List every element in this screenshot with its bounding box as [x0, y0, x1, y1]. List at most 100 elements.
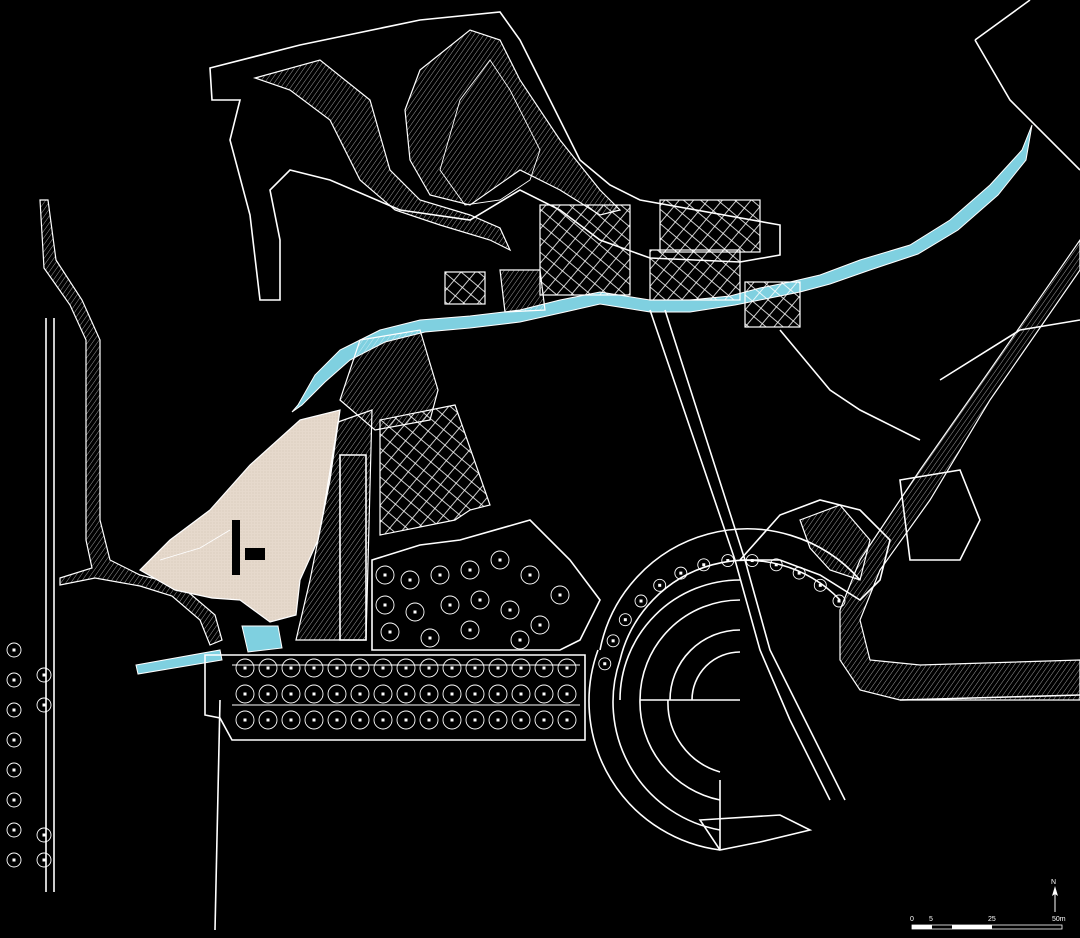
tree-symbol: [534, 710, 554, 730]
tree-symbol: [235, 710, 255, 730]
tree-symbol: [606, 634, 620, 648]
north-label: N: [1051, 879, 1056, 886]
tree-symbol: [460, 620, 480, 640]
tree-symbol: [281, 710, 301, 730]
tree-symbol: [557, 710, 577, 730]
tree-symbol: [598, 657, 612, 671]
tree-grid: [204, 654, 586, 741]
tree-symbol: [500, 600, 520, 620]
tree-symbol: [350, 684, 370, 704]
east-buildings: [738, 469, 981, 602]
tree-symbol: [396, 658, 416, 678]
west-tree-column: [6, 642, 52, 868]
tree-symbol: [442, 710, 462, 730]
north-complex: [209, 11, 781, 301]
tree-symbol: [304, 710, 324, 730]
tree-symbol: [550, 585, 570, 605]
scale-tick-0: 0: [910, 916, 914, 923]
tree-symbol: [375, 565, 395, 585]
scale-tick-50m: 50m: [1052, 916, 1066, 923]
tree-symbol: [327, 710, 347, 730]
tree-symbol: [258, 684, 278, 704]
west-boundary: [45, 318, 55, 892]
ne-boundary: [779, 0, 1080, 441]
tree-symbol: [350, 710, 370, 730]
tree-symbol: [511, 710, 531, 730]
tree-symbol: [396, 684, 416, 704]
tree-symbol: [520, 565, 540, 585]
north-arrow: N: [1051, 879, 1058, 912]
tree-symbol: [769, 558, 783, 572]
tree-symbol: [534, 684, 554, 704]
tree-symbol: [396, 710, 416, 730]
tree-symbol: [420, 628, 440, 648]
tree-symbol: [281, 658, 301, 678]
tree-symbol: [350, 658, 370, 678]
tree-park: [371, 519, 601, 651]
tree-symbol: [6, 642, 22, 658]
scale-tick-25: 25: [988, 916, 996, 923]
tree-symbol: [6, 702, 22, 718]
semicircular-amphitheater: [588, 528, 861, 851]
tree-symbol: [375, 595, 395, 615]
tree-symbol: [557, 658, 577, 678]
tree-symbol: [258, 658, 278, 678]
tree-symbol: [281, 684, 301, 704]
tree-symbol: [430, 565, 450, 585]
tree-symbol: [373, 658, 393, 678]
tree-symbol: [304, 684, 324, 704]
tree-symbol: [440, 595, 460, 615]
tree-symbol: [634, 594, 648, 608]
tree-symbol: [36, 667, 52, 683]
tree-symbol: [618, 613, 632, 627]
tree-symbol: [6, 672, 22, 688]
river-blocks: [444, 199, 801, 328]
tree-symbol: [488, 684, 508, 704]
tree-symbol: [373, 710, 393, 730]
tree-symbol: [36, 827, 52, 843]
tree-symbol: [419, 684, 439, 704]
tree-symbol: [327, 658, 347, 678]
tree-symbol: [6, 792, 22, 808]
tree-symbol: [442, 684, 462, 704]
tree-symbol: [6, 852, 22, 868]
south-boundary: [214, 694, 1080, 931]
east-road: [839, 238, 1080, 701]
scale-tick-5: 5: [929, 916, 933, 923]
tree-symbol: [327, 684, 347, 704]
tree-symbol: [490, 550, 510, 570]
tree-symbol: [235, 658, 255, 678]
grid-building: [339, 329, 491, 536]
tree-symbol: [380, 622, 400, 642]
tree-symbol: [530, 615, 550, 635]
tree-symbol: [6, 822, 22, 838]
tree-symbol: [721, 554, 735, 567]
tree-symbol: [36, 852, 52, 868]
tree-symbol: [6, 732, 22, 748]
tree-symbol: [460, 560, 480, 580]
tree-symbol: [697, 558, 711, 572]
tree-symbol: [534, 658, 554, 678]
tree-symbol: [405, 602, 425, 622]
tree-symbol: [258, 710, 278, 730]
tree-symbol: [235, 684, 255, 704]
tree-symbol: [653, 578, 667, 592]
tree-symbol: [510, 630, 530, 650]
west-road: [39, 199, 223, 646]
tree-symbol: [557, 684, 577, 704]
tree-symbol: [400, 570, 420, 590]
radial-road: [649, 309, 846, 801]
tree-symbol: [488, 710, 508, 730]
tree-symbol: [304, 658, 324, 678]
tree-symbol: [511, 658, 531, 678]
tree-symbol: [813, 578, 827, 592]
tree-symbol: [674, 566, 688, 580]
tree-symbol: [465, 684, 485, 704]
tree-symbol: [465, 710, 485, 730]
tree-symbol: [36, 697, 52, 713]
tree-symbol: [511, 684, 531, 704]
tree-symbol: [419, 658, 439, 678]
tree-symbol: [488, 658, 508, 678]
tree-symbol: [373, 684, 393, 704]
